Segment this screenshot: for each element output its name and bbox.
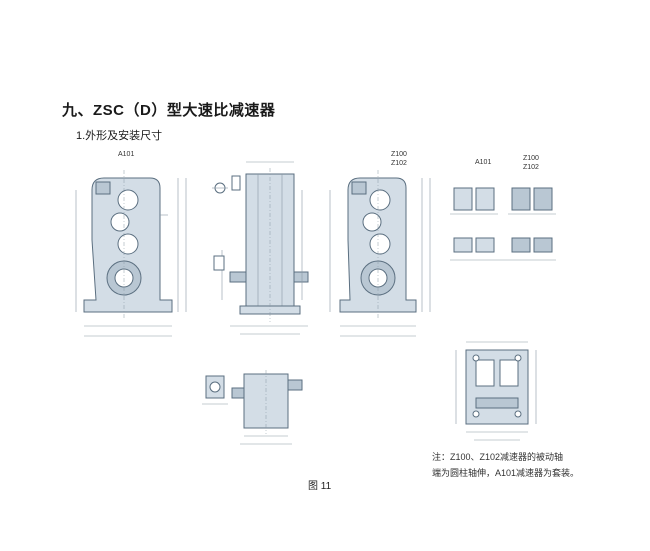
front-view-a101 — [75, 170, 187, 337]
label-front-z102: Z102 — [391, 160, 407, 167]
note-line-1: 注：Z100、Z102减速器的被动轴 — [432, 452, 564, 462]
figure-caption: 图 11 — [308, 481, 332, 492]
note-line-2: 端为圆柱轴伸，A101减速器为套装。 — [432, 468, 580, 478]
base-plate-view — [455, 341, 537, 441]
shaft-end-views — [202, 370, 303, 445]
label-front-z100: Z100 — [391, 151, 407, 158]
section-subtitle: 1.外形及安装尺寸 — [76, 130, 163, 142]
label-shaft-z102: Z102 — [523, 164, 539, 171]
shaft-arrangement — [450, 187, 556, 261]
label-shaft-a101: A101 — [475, 159, 492, 166]
front-view-z100 — [329, 170, 431, 337]
page-title: 九、ZSC（D）型大速比减速器 — [62, 102, 276, 119]
side-view — [212, 161, 309, 335]
label-shaft-z100: Z100 — [523, 155, 539, 162]
drawing-note: 注：Z100、Z102减速器的被动轴 端为圆柱轴伸，A101减速器为套装。 — [432, 449, 642, 481]
label-front-a101: A101 — [118, 151, 135, 158]
